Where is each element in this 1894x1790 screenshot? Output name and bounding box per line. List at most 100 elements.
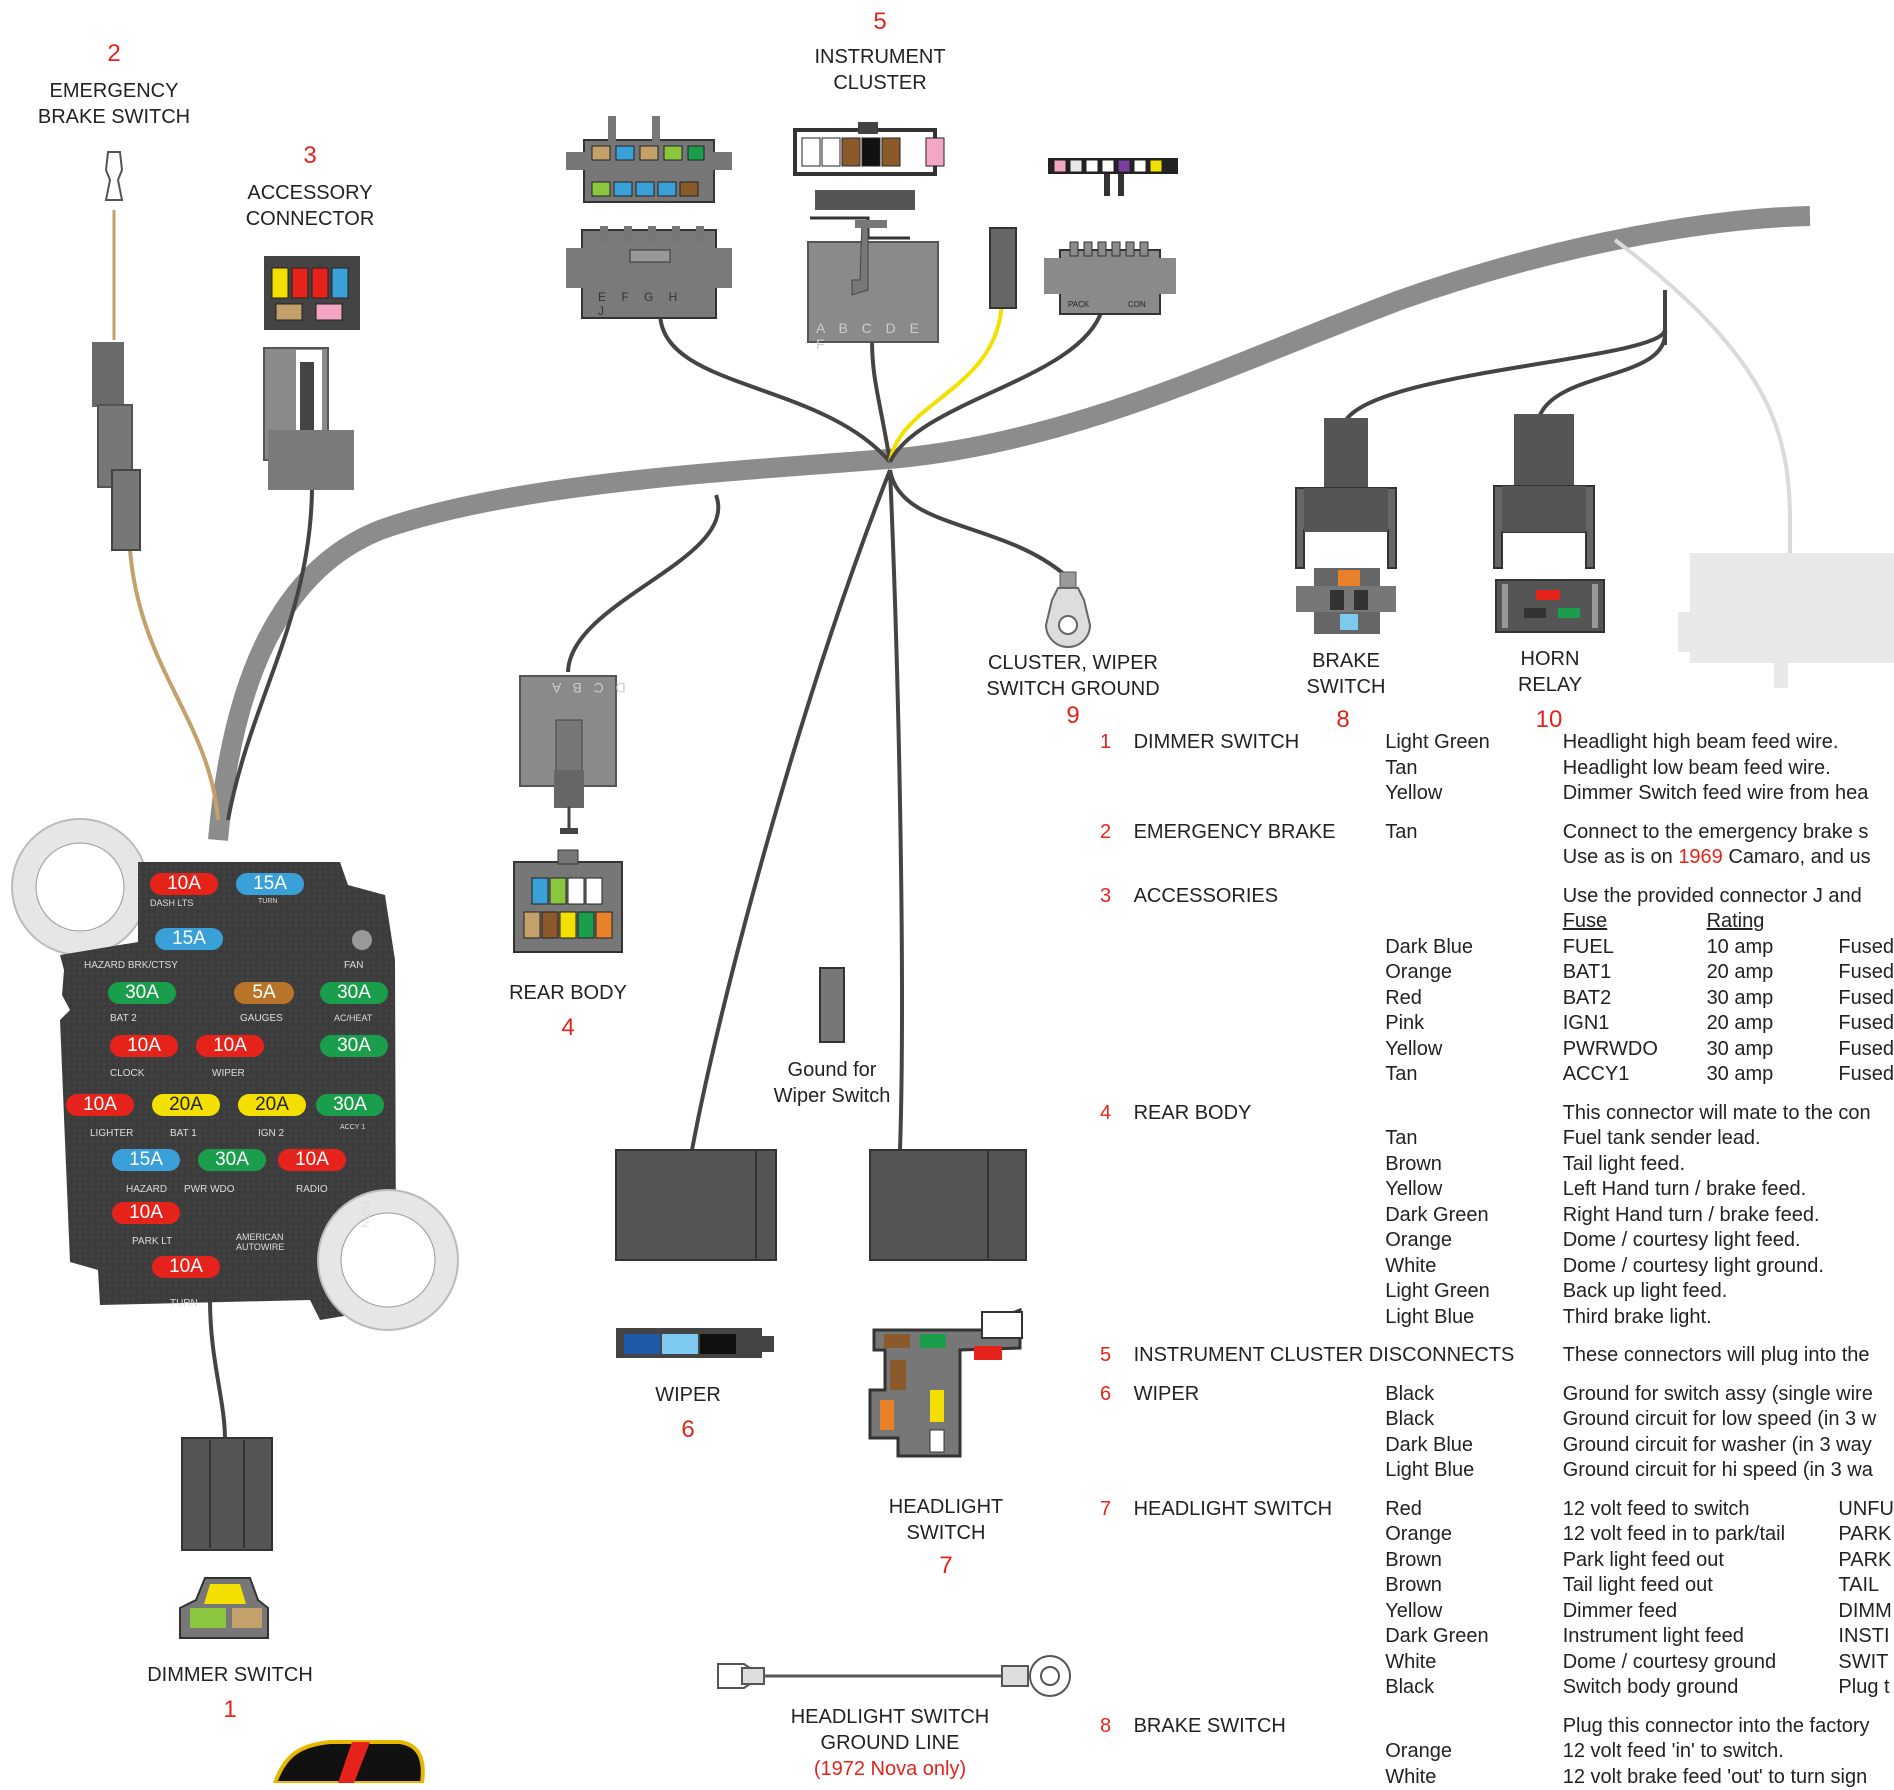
ebrake-number: 2	[0, 40, 228, 68]
fuse-label: LIGHTER	[90, 1128, 133, 1139]
fuse: 10A	[196, 1035, 264, 1057]
ground-number: 9	[1040, 702, 1106, 730]
fuse-label: TURN	[359, 1200, 370, 1228]
fuse: 15A	[236, 873, 304, 895]
fuse: 30A	[108, 982, 176, 1004]
fuse-label: WIPER	[212, 1068, 245, 1079]
fuse-label: FAN	[344, 960, 363, 971]
cluster-number: 5	[780, 8, 980, 36]
wiper-number: 6	[620, 1416, 756, 1444]
cluster-mid-letters: A B C D E F	[816, 320, 946, 352]
pack-letters: PACK	[1068, 300, 1089, 309]
fuse-label: AMERICAN AUTOWIRE	[236, 1232, 310, 1252]
fuse: 10A	[66, 1094, 134, 1116]
rear-body-letters: D C B A	[548, 680, 626, 696]
fuse: 20A	[152, 1094, 220, 1116]
fuse: 30A	[198, 1149, 266, 1171]
cluster-left-letters: E F G H J	[598, 290, 698, 318]
fuse: 5A	[234, 982, 294, 1004]
fuse-label: HAZARD	[126, 1184, 167, 1195]
fuse-label: ACCY 1	[340, 1124, 365, 1131]
fuse: 10A	[112, 1202, 180, 1224]
con-letters: CON	[1128, 300, 1146, 309]
fuse: 30A	[316, 1094, 384, 1116]
fuse-label: DASH LTS	[150, 898, 193, 908]
fuse: 30A	[320, 982, 388, 1004]
rear-body-title: REAR BODY	[480, 980, 656, 1006]
fuse-label: TURN	[258, 898, 277, 905]
fuse: 15A	[155, 928, 223, 950]
fuse-label: BAT 2	[110, 1013, 137, 1024]
fuse: 20A	[238, 1094, 306, 1116]
dimmer-number: 1	[200, 1696, 260, 1724]
fuse: 10A	[110, 1035, 178, 1057]
fuse-label: TURN	[170, 1298, 198, 1309]
fuse: 10A	[150, 873, 218, 895]
fuse-label: GAUGES	[240, 1013, 283, 1024]
fuse-label: PWR WDO	[184, 1184, 235, 1195]
dimmer-title: DIMMER SWITCH	[120, 1662, 340, 1688]
legend-row: Use as is on 1969 Camaro, and us	[1088, 845, 1894, 871]
accessory-number: 3	[210, 142, 410, 170]
fuse-label: PARK LT	[132, 1236, 172, 1247]
fuse: 10A	[152, 1256, 220, 1278]
fuse-label: IGN 2	[258, 1128, 284, 1139]
fuse-label: RADIO	[296, 1184, 328, 1195]
fuse: 15A	[112, 1149, 180, 1171]
rear-body-number: 4	[480, 1014, 656, 1042]
fuse: 10A	[278, 1149, 346, 1171]
wiper-title: WIPER	[620, 1382, 756, 1408]
headlight-number: 7	[904, 1552, 988, 1580]
fuse: 30A	[320, 1035, 388, 1057]
fuse-label: CLOCK	[110, 1068, 144, 1079]
fuse-label: BAT 1	[170, 1128, 197, 1139]
fuse-label: HAZARD BRK/CTSY	[84, 960, 178, 971]
